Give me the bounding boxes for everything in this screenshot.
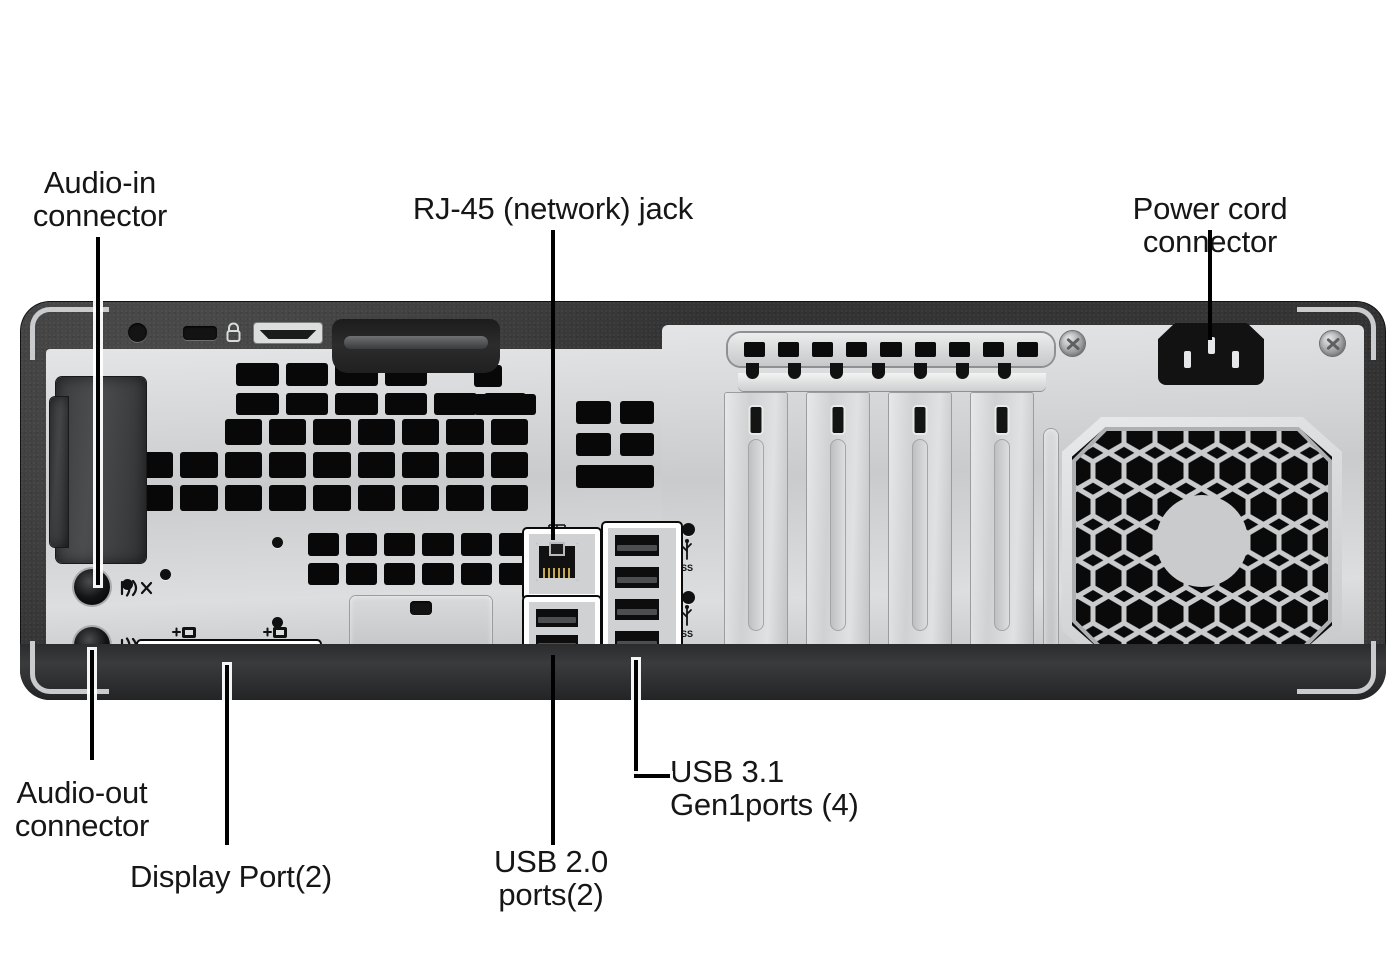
expansion-slot-cover-4[interactable] [971,393,1033,649]
rj45-pins [542,568,572,578]
vent-grid-right-upper [440,365,536,415]
usb31-port-3[interactable] [613,597,661,622]
psu-bracket-tab [1044,429,1058,649]
leader-line-audio-in [96,237,100,585]
displayport-icon-2 [263,625,289,642]
slot-cover-notch [914,407,926,433]
panel-stud [682,591,695,604]
slot-cover-groove [830,439,846,631]
vent-grid-slot-left [576,401,654,497]
computer-chassis-rear: SS SS [20,301,1386,700]
callout-audio-in: Audio-in connector [32,165,168,233]
vent-grid-mid [136,419,528,511]
corner-hook-top-left [30,307,109,360]
superspeed-usb-icon-upper: SS [678,539,696,573]
superspeed-usb-icon-lower: SS [678,605,696,639]
expansion-slot-cover-2[interactable] [807,393,869,649]
audio-in-icon [120,579,154,597]
panel-stud [160,569,171,580]
padlock-icon [225,321,242,343]
slot-cover-groove [912,439,928,631]
slot-cover-groove [748,439,764,631]
psu-screw-top-left [1060,331,1085,356]
leader-line-power-cord [1208,230,1212,340]
leader-line-usb31-horizontal [634,774,670,778]
rj45-network-jack[interactable] [536,542,578,581]
panel-stud [272,617,283,628]
expansion-slot-retention-bar[interactable] [728,333,1054,366]
vent-grid-lower [308,533,530,585]
callout-usb31: USB 3.1 Gen1ports (4) [670,754,859,822]
leader-line-usb31-vertical [634,660,638,778]
leader-line-displayport [225,665,229,845]
slot-cover-notch [832,407,844,433]
usb31-port-2[interactable] [613,565,661,590]
padlock-loop-hole [128,323,147,342]
slot-cover-groove [994,439,1010,631]
cable-lock-slot [183,326,217,340]
leader-line-audio-out [90,650,94,760]
leader-line-rj45 [551,230,555,540]
expansion-slot-cover-1[interactable] [725,393,787,649]
chassis-bottom-rail [20,644,1386,700]
corner-hook-bottom-left [30,641,109,694]
audio-in-jack[interactable] [74,569,110,605]
corner-hook-bottom-right [1297,641,1376,694]
callout-audio-out: Audio-out connector [14,775,150,843]
chassis-grip-handle [332,319,500,373]
usb20-port-1[interactable] [534,607,580,629]
psu-fan-grille [1062,417,1342,665]
callout-usb20: USB 2.0 ports(2) [493,844,609,912]
rj45-highlight-box [524,529,600,599]
psu-screw-top-right [1320,331,1345,356]
callout-rj45: RJ-45 (network) jack [412,191,694,226]
io-blank-plate-tab [410,601,432,615]
panel-stud [682,523,695,536]
rj45-latch-tab [548,542,566,556]
retention-bar-teeth [746,363,1040,379]
callout-displayport: Display Port(2) [130,859,332,894]
svg-text:SS: SS [681,563,693,573]
security-keyhole-slot [254,323,322,343]
panel-stud [272,537,283,548]
expansion-slot-cover-3[interactable] [889,393,951,649]
corner-hook-top-right [1297,307,1376,360]
usb31-port-1[interactable] [613,533,661,558]
panel-stud [122,579,133,590]
svg-text:SS: SS [681,629,693,639]
slot-cover-notch [750,407,762,433]
retention-bar-slots [744,342,1038,357]
slot-cover-notch [996,407,1008,433]
drive-bay-blank [56,377,146,563]
leader-line-usb20 [551,655,555,845]
retention-bar-lip [738,373,1046,391]
drive-bay-blank-lip [50,397,68,547]
displayport-icon-1 [172,625,198,642]
